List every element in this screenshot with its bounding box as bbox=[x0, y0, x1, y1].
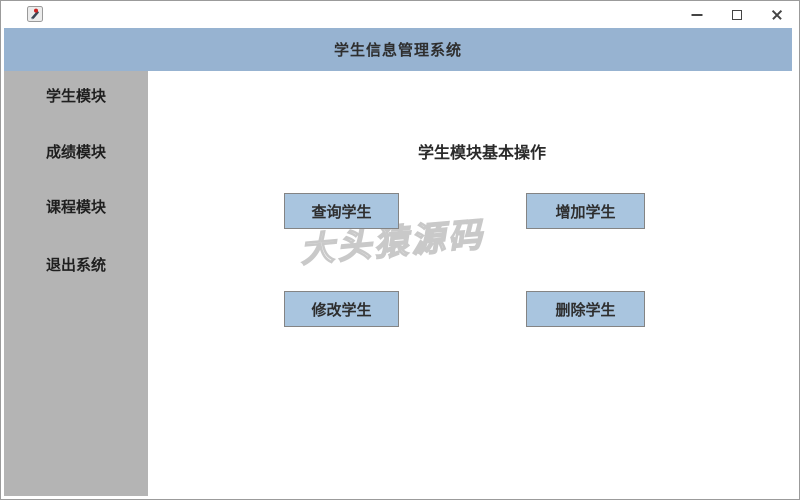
minimize-button[interactable] bbox=[677, 1, 717, 28]
delete-student-button[interactable]: 删除学生 bbox=[526, 291, 645, 327]
query-student-button[interactable]: 查询学生 bbox=[284, 193, 399, 229]
page-title: 学生信息管理系统 bbox=[333, 42, 462, 59]
sidebar-item-student-module[interactable]: 学生模块 bbox=[45, 88, 106, 105]
app-icon bbox=[27, 6, 43, 22]
window-controls bbox=[677, 1, 797, 28]
sidebar: 学生模块 成绩模块 课程模块 退出系统 bbox=[4, 71, 148, 496]
titlebar bbox=[1, 1, 799, 28]
sidebar-item-course-module[interactable]: 课程模块 bbox=[45, 199, 106, 216]
header-bar: 学生信息管理系统 bbox=[4, 28, 792, 71]
add-student-button[interactable]: 增加学生 bbox=[526, 193, 645, 229]
section-heading: 学生模块基本操作 bbox=[417, 145, 546, 162]
main-content: 学生模块基本操作 大头猿源码 查询学生 增加学生 修改学生 删除学生 bbox=[148, 71, 798, 496]
maximize-icon bbox=[732, 9, 742, 20]
sidebar-item-exit-system[interactable]: 退出系统 bbox=[45, 257, 106, 274]
sidebar-item-grade-module[interactable]: 成绩模块 bbox=[45, 144, 106, 161]
modify-student-button[interactable]: 修改学生 bbox=[284, 291, 399, 327]
close-button[interactable] bbox=[757, 1, 797, 28]
close-icon bbox=[770, 8, 784, 22]
minimize-icon bbox=[691, 13, 703, 16]
maximize-button[interactable] bbox=[717, 1, 757, 28]
